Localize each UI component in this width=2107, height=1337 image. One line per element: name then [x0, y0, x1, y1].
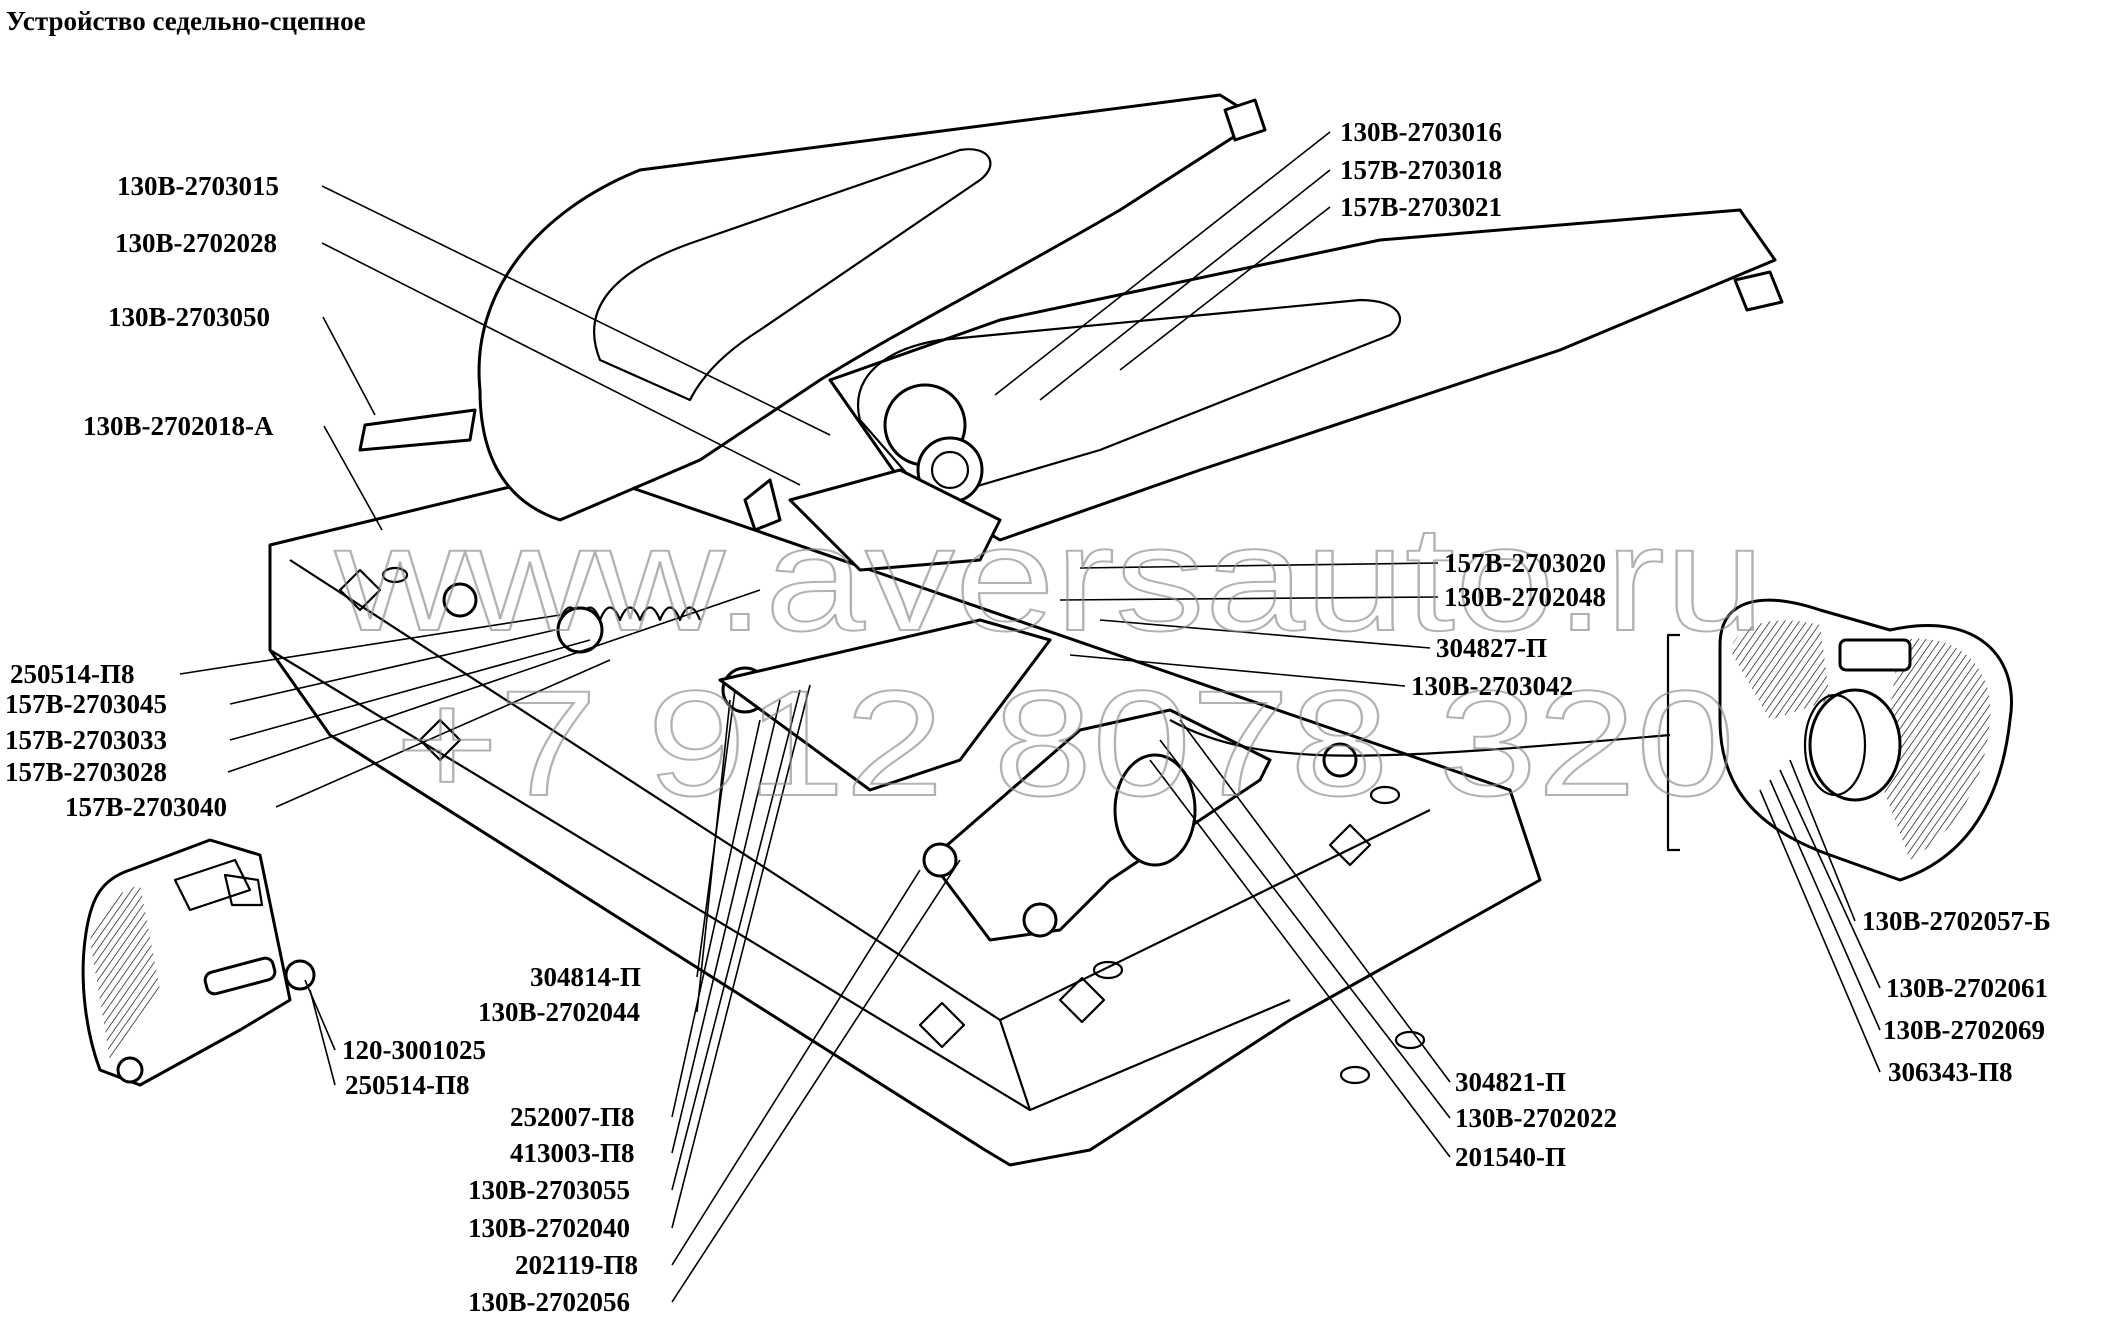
callout-label: 130В-2702044	[478, 997, 640, 1027]
callout-label: 130В-2702056	[468, 1287, 630, 1317]
watermark-phone: +7 912 8078 320	[395, 659, 1735, 827]
callout-label: 130В-2703050	[108, 302, 270, 332]
callout-label: 413003-П8	[510, 1138, 635, 1168]
callout-label: 130В-2703016	[1340, 117, 1502, 147]
callout-label: 130В-2702018-А	[83, 411, 274, 441]
callout-label: 130В-2703055	[468, 1175, 630, 1205]
callout-label: 252007-П8	[510, 1102, 635, 1132]
callout-label: 130В-2703015	[117, 171, 279, 201]
callout-label: 130В-2702048	[1444, 582, 1606, 612]
bracket	[922, 708, 1671, 942]
callout-label: 157В-2703040	[65, 792, 227, 822]
locking-mechanism	[442, 383, 1052, 792]
callout-label: 250514-П8	[345, 1070, 470, 1100]
callout-label: 157В-2703045	[5, 689, 167, 719]
callout-label: 157В-2703021	[1340, 192, 1502, 222]
detail-left-inset	[81, 838, 316, 1087]
callout-label: 120-3001025	[342, 1035, 486, 1065]
callout-label: 306343-П8	[1888, 1057, 2013, 1087]
callout-label: 130В-2702069	[1883, 1015, 2045, 1045]
callout-label: 130В-2703042	[1411, 671, 1573, 701]
callout-label: 202119-П8	[515, 1250, 638, 1280]
callout-label: 130В-2702028	[115, 228, 277, 258]
callout-label: 157В-2703018	[1340, 155, 1502, 185]
callout-label: 250514-П8	[10, 659, 135, 689]
callout-label: 157В-2703028	[5, 757, 167, 787]
leader-lines	[179, 131, 1881, 1303]
callout-label: 130В-2702022	[1455, 1103, 1617, 1133]
detail-right-inset	[1666, 598, 2013, 882]
watermark-site: www.aversauto.ru	[334, 494, 1765, 662]
callout-label: 130В-2702061	[1886, 973, 2048, 1003]
callout-label: 157В-2703033	[5, 725, 167, 755]
saddle-plate	[358, 93, 1784, 542]
page-title: Устройство седельно-сцепное	[6, 6, 366, 36]
callout-label: 157В-2703020	[1444, 548, 1606, 578]
callout-label: 304821-П	[1455, 1067, 1566, 1097]
callout-label: 304827-П	[1436, 633, 1547, 663]
callout-label: 304814-П	[530, 962, 641, 992]
callout-label: 130В-2702040	[468, 1213, 630, 1243]
callout-labels: 130В-2703015 130В-2702028 130В-2703050 1…	[5, 117, 2051, 1317]
callout-label: 201540-П	[1455, 1142, 1566, 1172]
callout-label: 130В-2702057-Б	[1862, 906, 2051, 936]
